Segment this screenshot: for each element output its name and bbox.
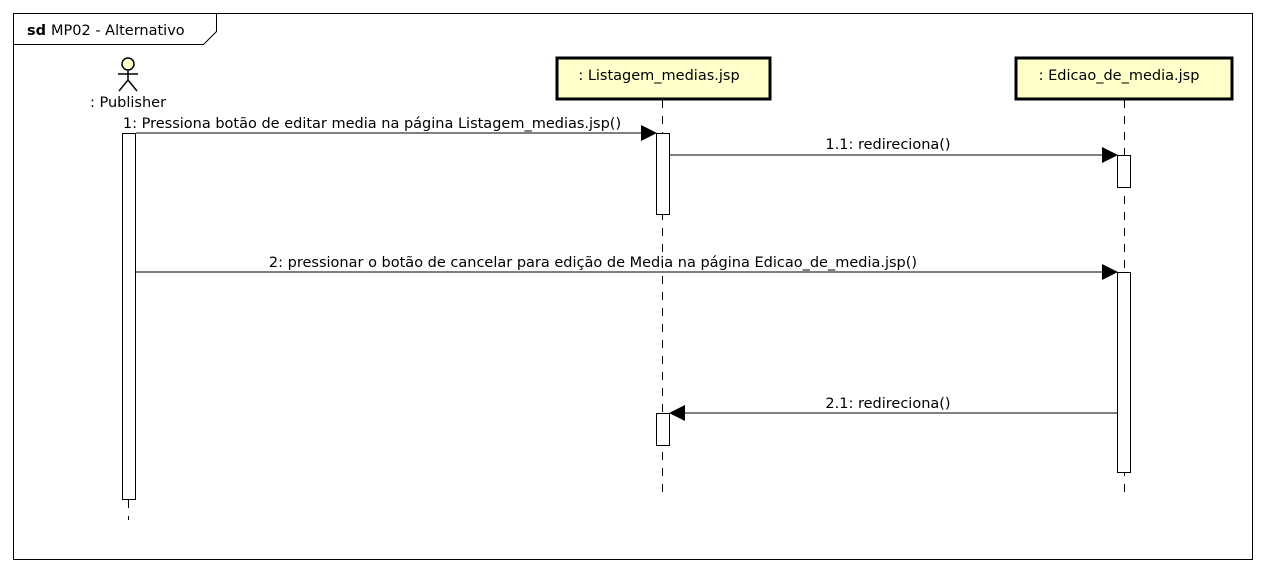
activation-listagem-2 [656, 413, 670, 446]
actor-leg-right [127, 79, 138, 92]
message-2: 2: pressionar o botão de cancelar para e… [136, 255, 1118, 280]
frame-keyword: sd [27, 23, 46, 39]
lifeline-edicao: : Edicao_de_media.jsp [1014, 56, 1234, 101]
message-1: 1: Pressiona botão de editar media na pá… [123, 116, 657, 141]
lifeline-listagem-label: : Listagem_medias.jsp [578, 68, 739, 84]
diagram-frame [13, 13, 1253, 560]
activation-edicao-1 [1117, 155, 1131, 188]
lifeline-edicao-label: : Edicao_de_media.jsp [1039, 68, 1200, 84]
message-1-1-label: 1.1: redireciona() [825, 137, 950, 153]
actor-head [121, 57, 135, 71]
lifeline-edicao-box [1014, 56, 1234, 101]
message-2-1-label: 2.1: redireciona() [825, 396, 950, 412]
activation-publisher [122, 133, 136, 500]
actor-publisher: : Publisher [90, 57, 166, 111]
lifeline-listagem-box [555, 56, 772, 101]
message-1-label: 1: Pressiona botão de editar media na pá… [123, 116, 621, 132]
message-2-label: 2: pressionar o botão de cancelar para e… [269, 255, 917, 271]
message-2-1: 2.1: redireciona() [669, 396, 1117, 421]
activation-edicao-2 [1117, 272, 1131, 473]
message-1-1: 1.1: redireciona() [670, 137, 1118, 163]
actor-label: : Publisher [90, 95, 166, 111]
actor-leg-left [118, 79, 129, 92]
activation-listagem-1 [656, 133, 670, 215]
frame-label-tab [13, 13, 217, 45]
lifeline-listagem: : Listagem_medias.jsp [555, 56, 772, 101]
frame-title: MP02 - Alternativo [51, 23, 185, 39]
